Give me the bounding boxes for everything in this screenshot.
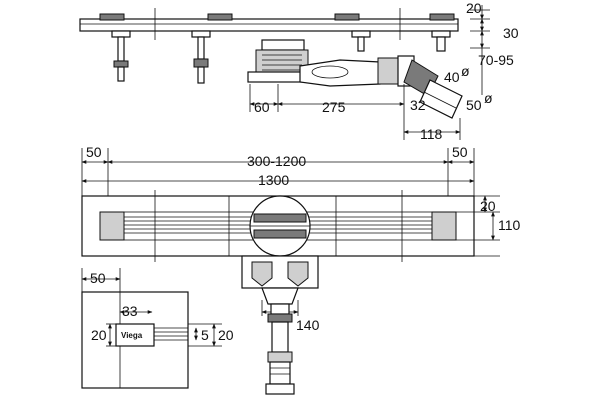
dim-32: 32 [410, 97, 426, 113]
dim-300-1200: 300-1200 [247, 153, 306, 169]
adjustable-foot [191, 30, 211, 84]
outlet-plan: 140 [241, 255, 320, 395]
dim-20: 20 [466, 0, 482, 16]
adjustable-foot [431, 30, 451, 52]
grate-clip [334, 13, 360, 21]
channel-body [79, 18, 459, 32]
dim-140: 140 [296, 317, 320, 333]
dim-20-right: 20 [218, 327, 234, 343]
dim-20-top: 20 [480, 198, 496, 214]
dim-50-right: 50 [452, 144, 468, 160]
dim-33: 33 [122, 303, 138, 319]
top-view: 50 300-1200 50 1300 20 110 [81, 144, 521, 395]
grate-clip [429, 13, 455, 21]
dim-50-detail: 50 [90, 270, 106, 286]
dim-50-diameter: ø [484, 90, 493, 106]
dim-60: 60 [254, 99, 270, 115]
dim-5: 5 [201, 327, 209, 343]
dim-275: 275 [322, 99, 346, 115]
brand-plate [115, 323, 155, 347]
dim-110: 110 [498, 217, 521, 233]
brand-label: Viega [121, 331, 143, 340]
dim-40: 40 [444, 69, 460, 85]
adjustable-foot [111, 30, 131, 82]
drain-outlet [247, 39, 463, 119]
detail-view: 50 33 Viega 20 5 20 [81, 268, 234, 389]
dim-20-left: 20 [91, 327, 107, 343]
grate-clip [99, 13, 125, 21]
grate-clip [207, 13, 233, 21]
side-view: 20 30 70-95 40 ø 60 275 32 50 ø 118 [79, 0, 519, 142]
dim-70-95: 70-95 [478, 52, 514, 68]
dim-1300: 1300 [258, 172, 289, 188]
dim-30: 30 [503, 25, 519, 41]
adjustable-foot [351, 30, 371, 52]
dim-50: 50 [466, 97, 482, 113]
dim-118: 118 [420, 126, 443, 142]
dim-40-diameter: ø [461, 63, 470, 79]
dim-50-left: 50 [86, 144, 102, 160]
